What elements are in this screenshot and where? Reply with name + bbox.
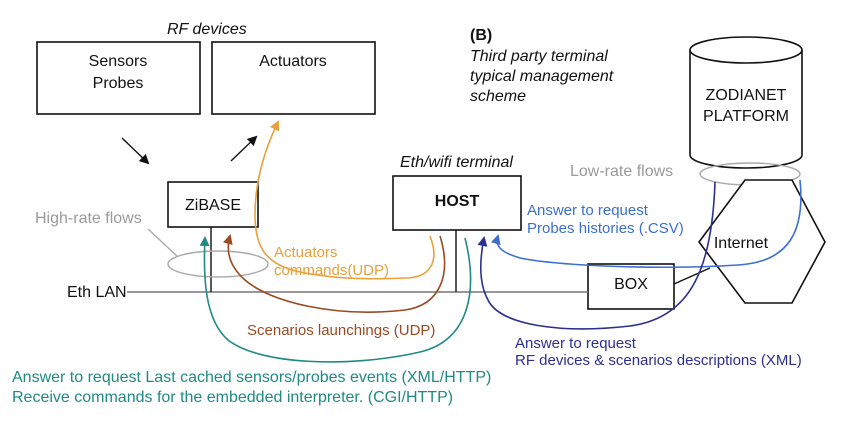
actuators-commands-label-line1: Actuators — [274, 244, 337, 261]
high-rate-flows-ellipse — [167, 250, 269, 278]
internet-label: Internet — [714, 235, 769, 252]
high-rate-flows-label: High-rate flows — [35, 210, 142, 227]
platform-label-line2: PLATFORM — [703, 108, 789, 125]
high-rate-flows-pointer — [147, 228, 179, 258]
sensors-to-zibase-arrow — [121, 137, 150, 165]
actuators-commands-flow — [254, 120, 435, 280]
answer-rf-label-line2: RF devices & scenarios descriptions (XML… — [515, 352, 802, 369]
sensors-label: Sensors — [89, 53, 148, 70]
box-device — [587, 263, 675, 310]
teal-label-line2: Receive commands for the embedded interp… — [12, 389, 453, 406]
teal-label-line1: Answer to request Last cached sensors/pr… — [12, 369, 491, 386]
low-rate-flows-label: Low-rate flows — [570, 163, 673, 180]
actuators-label: Actuators — [259, 53, 327, 70]
scheme-caption-line3: scheme — [470, 88, 526, 105]
answer-probes-label-line1: Answer to request — [527, 202, 649, 219]
box-internet-link — [673, 267, 711, 285]
zibase-to-actuators-arrow — [230, 135, 258, 162]
answer-probes-label-line2: Probes histories (.CSV) — [527, 220, 684, 237]
box-label: BOX — [614, 276, 648, 293]
scenarios-launchings-flow — [222, 234, 446, 313]
zibase-box — [167, 181, 259, 228]
zibase-label: ZiBASE — [185, 197, 241, 214]
probes-histories-flow — [490, 179, 802, 268]
actuators-box — [211, 41, 376, 115]
scenarios-launchings-label: Scenarios launchings (UDP) — [247, 322, 435, 339]
eth-lan-label: Eth LAN — [67, 284, 127, 301]
sensors-probes-box — [36, 41, 201, 115]
scheme-caption-line2: typical management — [470, 68, 614, 85]
eth-wifi-terminal-caption: Eth/wifi terminal — [400, 154, 513, 171]
host-label: HOST — [435, 193, 480, 210]
platform-label-line1: ZODIANET — [706, 87, 787, 104]
zodianet-platform-cylinder — [689, 36, 803, 169]
last-cached-events-flow — [199, 236, 472, 363]
actuators-commands-label-line2: commands(UDP) — [274, 262, 389, 279]
host-box — [392, 175, 522, 231]
scheme-caption-line1: Third party terminal — [470, 48, 608, 65]
rf-descriptions-flow — [477, 181, 716, 330]
probes-label: Probes — [93, 75, 144, 92]
rf-devices-caption: RF devices — [167, 21, 247, 38]
scheme-id: (B) — [470, 27, 492, 44]
internet-hexagon — [698, 179, 826, 304]
answer-rf-label-line1: Answer to request — [515, 335, 637, 352]
